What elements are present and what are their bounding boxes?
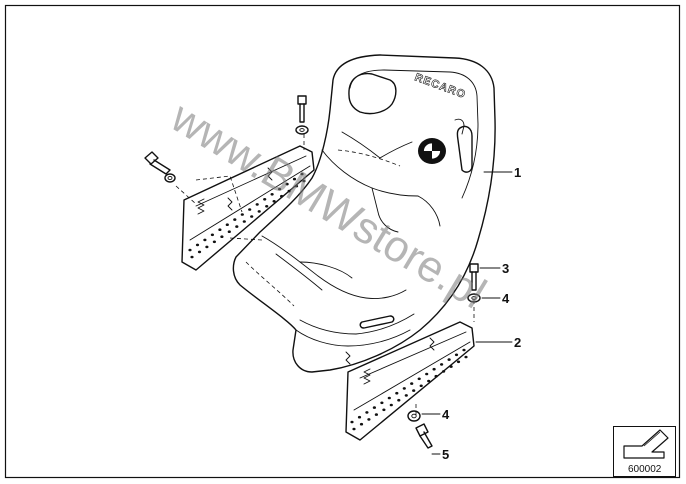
rail-hole xyxy=(280,194,284,198)
reference-box: 600002 xyxy=(613,426,676,477)
rail-hole xyxy=(462,348,466,352)
rail-hole xyxy=(359,422,364,426)
rail-hole xyxy=(195,243,200,247)
rail-hole xyxy=(225,223,229,226)
rail-hole xyxy=(387,396,391,400)
callout-3: 3 xyxy=(502,261,509,276)
callout-5: 5 xyxy=(442,447,449,462)
rail-hole xyxy=(374,413,378,416)
rail-hole xyxy=(464,355,468,359)
rail-hole xyxy=(248,208,252,211)
rail-hole xyxy=(454,353,459,357)
rail-hole xyxy=(287,189,291,193)
callout-1: 1 xyxy=(514,165,521,180)
rail-hole xyxy=(197,250,202,254)
bolt-upper-left xyxy=(144,151,176,183)
rail-hole xyxy=(357,415,362,419)
rail-hole xyxy=(242,220,246,223)
rail-hole xyxy=(212,240,216,244)
rail-hole xyxy=(449,365,453,368)
rail-hole xyxy=(263,198,267,201)
rail-hole xyxy=(367,418,371,421)
rail-hole xyxy=(220,235,224,238)
rail-hole xyxy=(389,403,393,407)
rail-hole xyxy=(203,238,207,242)
guide-line xyxy=(195,175,243,213)
bmw-roundel-icon xyxy=(418,138,446,164)
rail-hole xyxy=(227,230,231,233)
guide-line xyxy=(229,237,263,241)
guide-line xyxy=(175,185,197,205)
rail-hole xyxy=(270,193,274,196)
rail-hole xyxy=(278,187,282,191)
rail-hole xyxy=(395,391,399,395)
rail-hole xyxy=(294,184,299,188)
bolt-5 xyxy=(415,423,433,449)
rail-hole xyxy=(372,406,376,409)
rail-hole xyxy=(442,370,446,373)
rail-hole xyxy=(218,228,222,231)
rail-hole xyxy=(412,389,416,392)
rail-hole xyxy=(402,387,406,390)
rail-hole xyxy=(365,411,369,414)
seat-rail-left xyxy=(181,145,315,271)
rail-hole xyxy=(205,245,209,249)
rail-hole xyxy=(440,363,444,366)
rail-hole xyxy=(382,408,386,412)
seat-rail-right xyxy=(345,321,475,441)
rail-hole xyxy=(240,213,244,216)
diagram-border xyxy=(4,4,681,479)
rail-hole xyxy=(210,233,214,237)
rail-right-holes xyxy=(350,348,468,431)
rail-hole xyxy=(233,218,237,221)
rail-hole xyxy=(425,372,429,376)
callout-2: 2 xyxy=(514,335,521,350)
rail-hole xyxy=(410,382,414,385)
rail-hole xyxy=(427,379,431,383)
callout-4-upper: 4 xyxy=(502,291,510,306)
rail-hole xyxy=(397,398,401,402)
rail-hole xyxy=(434,374,438,378)
rail-hole xyxy=(292,177,297,181)
rail-hole xyxy=(352,427,356,431)
rail-hole xyxy=(419,384,423,388)
rail-hole xyxy=(380,401,384,405)
bolt-upper xyxy=(295,95,309,135)
rail-hole xyxy=(272,200,276,203)
rail-hole xyxy=(250,215,254,218)
callout-4-lower: 4 xyxy=(442,407,450,422)
rail-hole xyxy=(417,377,421,381)
rail-hole xyxy=(190,255,194,259)
rail-hole xyxy=(404,394,408,397)
bolt-3 xyxy=(469,263,479,291)
rail-hole xyxy=(456,360,461,364)
rail-hole xyxy=(235,225,239,228)
washer-4-lower xyxy=(407,410,421,422)
rail-hole xyxy=(302,179,306,183)
reference-number: 600002 xyxy=(628,464,662,475)
arrow-icon xyxy=(623,429,669,459)
rail-hole xyxy=(285,182,289,186)
rail-hole xyxy=(300,172,304,176)
rail-hole xyxy=(265,205,269,208)
washer-4-upper xyxy=(467,293,481,303)
rail-hole xyxy=(188,248,192,252)
rail-hole xyxy=(255,203,259,206)
seat-logo-text: RECARO xyxy=(413,72,468,102)
rail-hole xyxy=(257,210,261,213)
rail-hole xyxy=(447,358,451,361)
rail-hole xyxy=(350,420,354,424)
rail-hole xyxy=(432,367,436,371)
